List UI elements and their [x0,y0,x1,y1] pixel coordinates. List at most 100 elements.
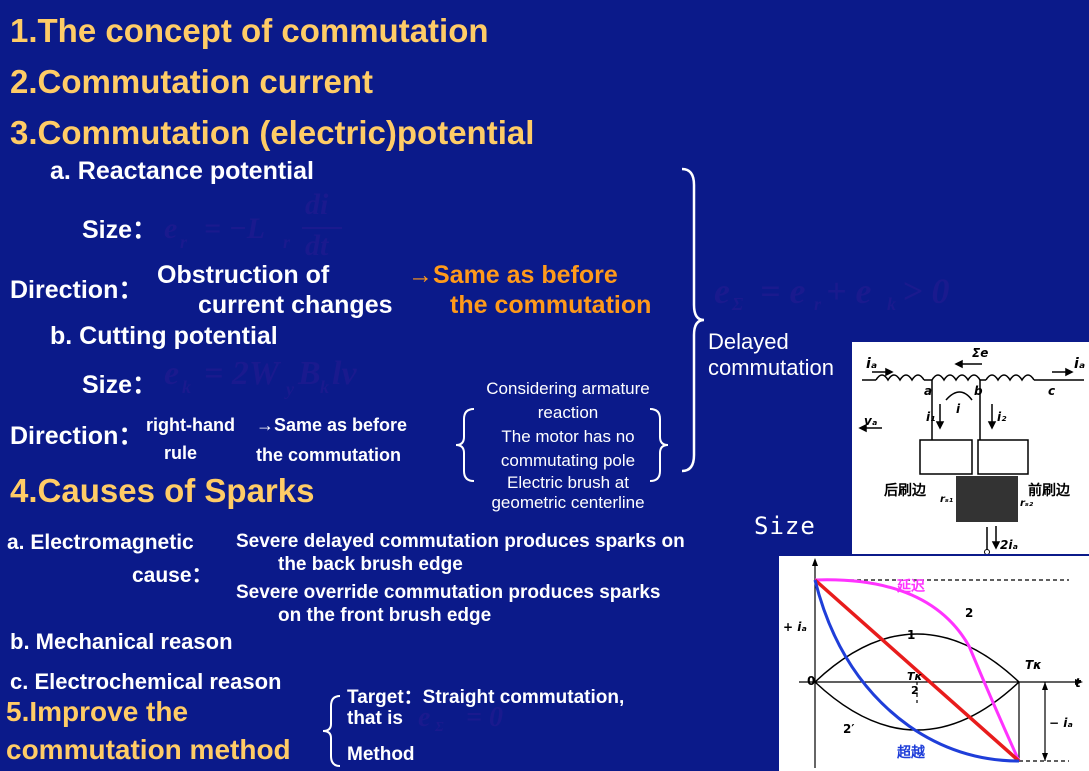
sum-formula-k-sub: k [887,294,896,314]
cutting-rule-line1: right-hand [146,415,235,435]
delayed-spark-line2: the back brush edge [278,554,463,575]
reactance-direction-line1: Obstruction of [157,261,330,289]
considering-line-6: geometric centerline [491,493,645,512]
override-spark-line1: Severe override commutation produces spa… [236,582,661,603]
sigma-e-label: Σe [972,346,989,360]
improve-formula-tail: = 0 [466,702,503,733]
commutation-current-graph: 延迟 超越 + iₐ − iₐ 0 t Tκ Tκ 2 1 2 2′ [779,556,1089,771]
curve-2-label: 2 [965,606,974,620]
reactance-size-label: Size： [82,216,158,244]
sum-formula-lhs: e [714,271,730,311]
delayed-label-line2: commutation [708,355,834,380]
cutting-formula-b: B [298,355,321,392]
override-spark-line2: on the front brush edge [278,605,492,626]
big-right-brace [681,167,705,473]
electromagnetic-line2: cause： [132,564,213,587]
considering-line-2: reaction [537,403,599,422]
reactance-formula-lhs-sub: r [180,232,188,252]
considering-line-3: The motor has no [501,427,635,446]
i-mid-label: i [956,402,961,416]
improve-brace [322,695,341,767]
front-brush-edge-label: 前刷边 [1028,483,1070,499]
reactance-direction-label: Direction： [10,276,144,304]
delay-label: 延迟 [897,579,925,595]
cutting-formula-w-sub: y [286,379,294,399]
sum-formula-r-sub: r [814,294,822,314]
reactance-same-line2: the commutation [450,291,652,319]
brush-circuit-diagram: iₐ iₐ Σe a b c i i₁ i₂ vₐ 后刷边 前刷边 rₛ₁ rₛ… [852,342,1089,554]
reactance-formula-l-sub: r [283,232,291,252]
node-c-label: c [1048,384,1056,398]
cutting-formula-b-sub: k [320,377,329,397]
sum-formula: e Σ = e r + e k > 0 [712,270,972,320]
reactance-same-line1: →Same as before [408,261,618,289]
va-label: vₐ [864,414,878,428]
reactance-formula-den: dt [305,229,329,262]
reactance-heading: a. Reactance potential [50,157,314,185]
section-2-title: 2.Commutation current [10,63,374,100]
sum-formula-lhs-sub: Σ [732,294,744,314]
reactance-formula-num: di [305,188,329,221]
section-3-title: 3.Commutation (electric)potential [10,114,535,151]
reactance-direction-line2: current changes [198,291,393,319]
sum-formula-plus: + e [826,271,872,311]
brush-circuit-drawing [858,359,1084,554]
section-1-title: 1.The concept of commutation [10,12,489,49]
tk-half-den: 2 [911,684,919,697]
sum-formula-eq: = e [760,271,806,311]
current-graph-drawing [799,558,1083,768]
ia-left-label: iₐ [866,356,878,372]
cutting-size-label: Size： [82,371,158,399]
considering-line-4: commutating pole [500,451,636,470]
sum-formula-tail: > 0 [902,271,950,311]
cutting-formula-lhs: e [164,355,180,392]
rs2-label: rₛ₂ [1020,498,1034,509]
override-label: 超越 [897,745,925,761]
cutting-same-line2: the commutation [256,445,402,465]
cutting-direction-label: Direction： [10,422,144,450]
reactance-formula-lhs: e [164,212,178,245]
cutting-formula-lhs-sub: k [182,377,191,397]
considering-block: Considering armature reaction The motor … [470,377,666,513]
cutting-same-line1: →Same as before [256,415,408,435]
improve-that-is: that is [347,708,403,729]
cutting-formula-eq: = 2W [204,355,280,392]
improve-formula-lhs: e [418,702,431,733]
section-5-title-line1: 5.Improve the [6,696,189,727]
ia-right-label: iₐ [1074,356,1086,372]
electromagnetic-line1: a. Electromagnetic [7,531,194,554]
improve-formula-lhs-sub: Σ [435,720,444,735]
reactance-formula-eq: = −L [204,212,266,245]
i2-label: i₂ [997,410,1007,424]
cutting-rule-line2: rule [164,443,198,463]
size-caption: Size [754,512,816,540]
considering-line-1: Considering armature [486,379,650,398]
rs1-label: rₛ₁ [940,494,954,505]
cutting-formula-tail: lv [332,355,357,392]
improve-target: Target：Straight commutation, [347,687,625,708]
section-5-title-line2: commutation method [6,734,291,765]
delayed-label-line1: Delayed [708,329,789,354]
node-a-label: a [924,384,933,398]
node-b-label: b [974,384,983,398]
two-ia-label: 2iₐ [1000,538,1018,552]
origin-label: 0 [807,674,816,688]
electrochemical-reason: c. Electrochemical reason [10,669,282,694]
delayed-spark-line1: Severe delayed commutation produces spar… [236,531,685,552]
curve-1-label: 1 [907,628,916,642]
tk-label: Tκ [1025,658,1042,672]
cutting-formula: e k = 2W y B k lv [160,355,380,405]
mechanical-reason: b. Mechanical reason [10,629,233,654]
t-axis-label: t [1075,676,1081,690]
plus-ia-label: + iₐ [783,620,807,634]
considering-line-5: Electric brush at [507,473,629,492]
cutting-heading: b. Cutting potential [50,322,278,350]
improve-formula: e Σ = 0 [416,700,526,740]
considering-braces [455,408,669,482]
section-4-title: 4.Causes of Sparks [10,472,315,509]
minus-ia-label: − iₐ [1049,716,1073,730]
back-brush-edge-label: 后刷边 [884,483,926,499]
fraction-bar [302,227,342,229]
i1-label: i₁ [926,410,936,424]
